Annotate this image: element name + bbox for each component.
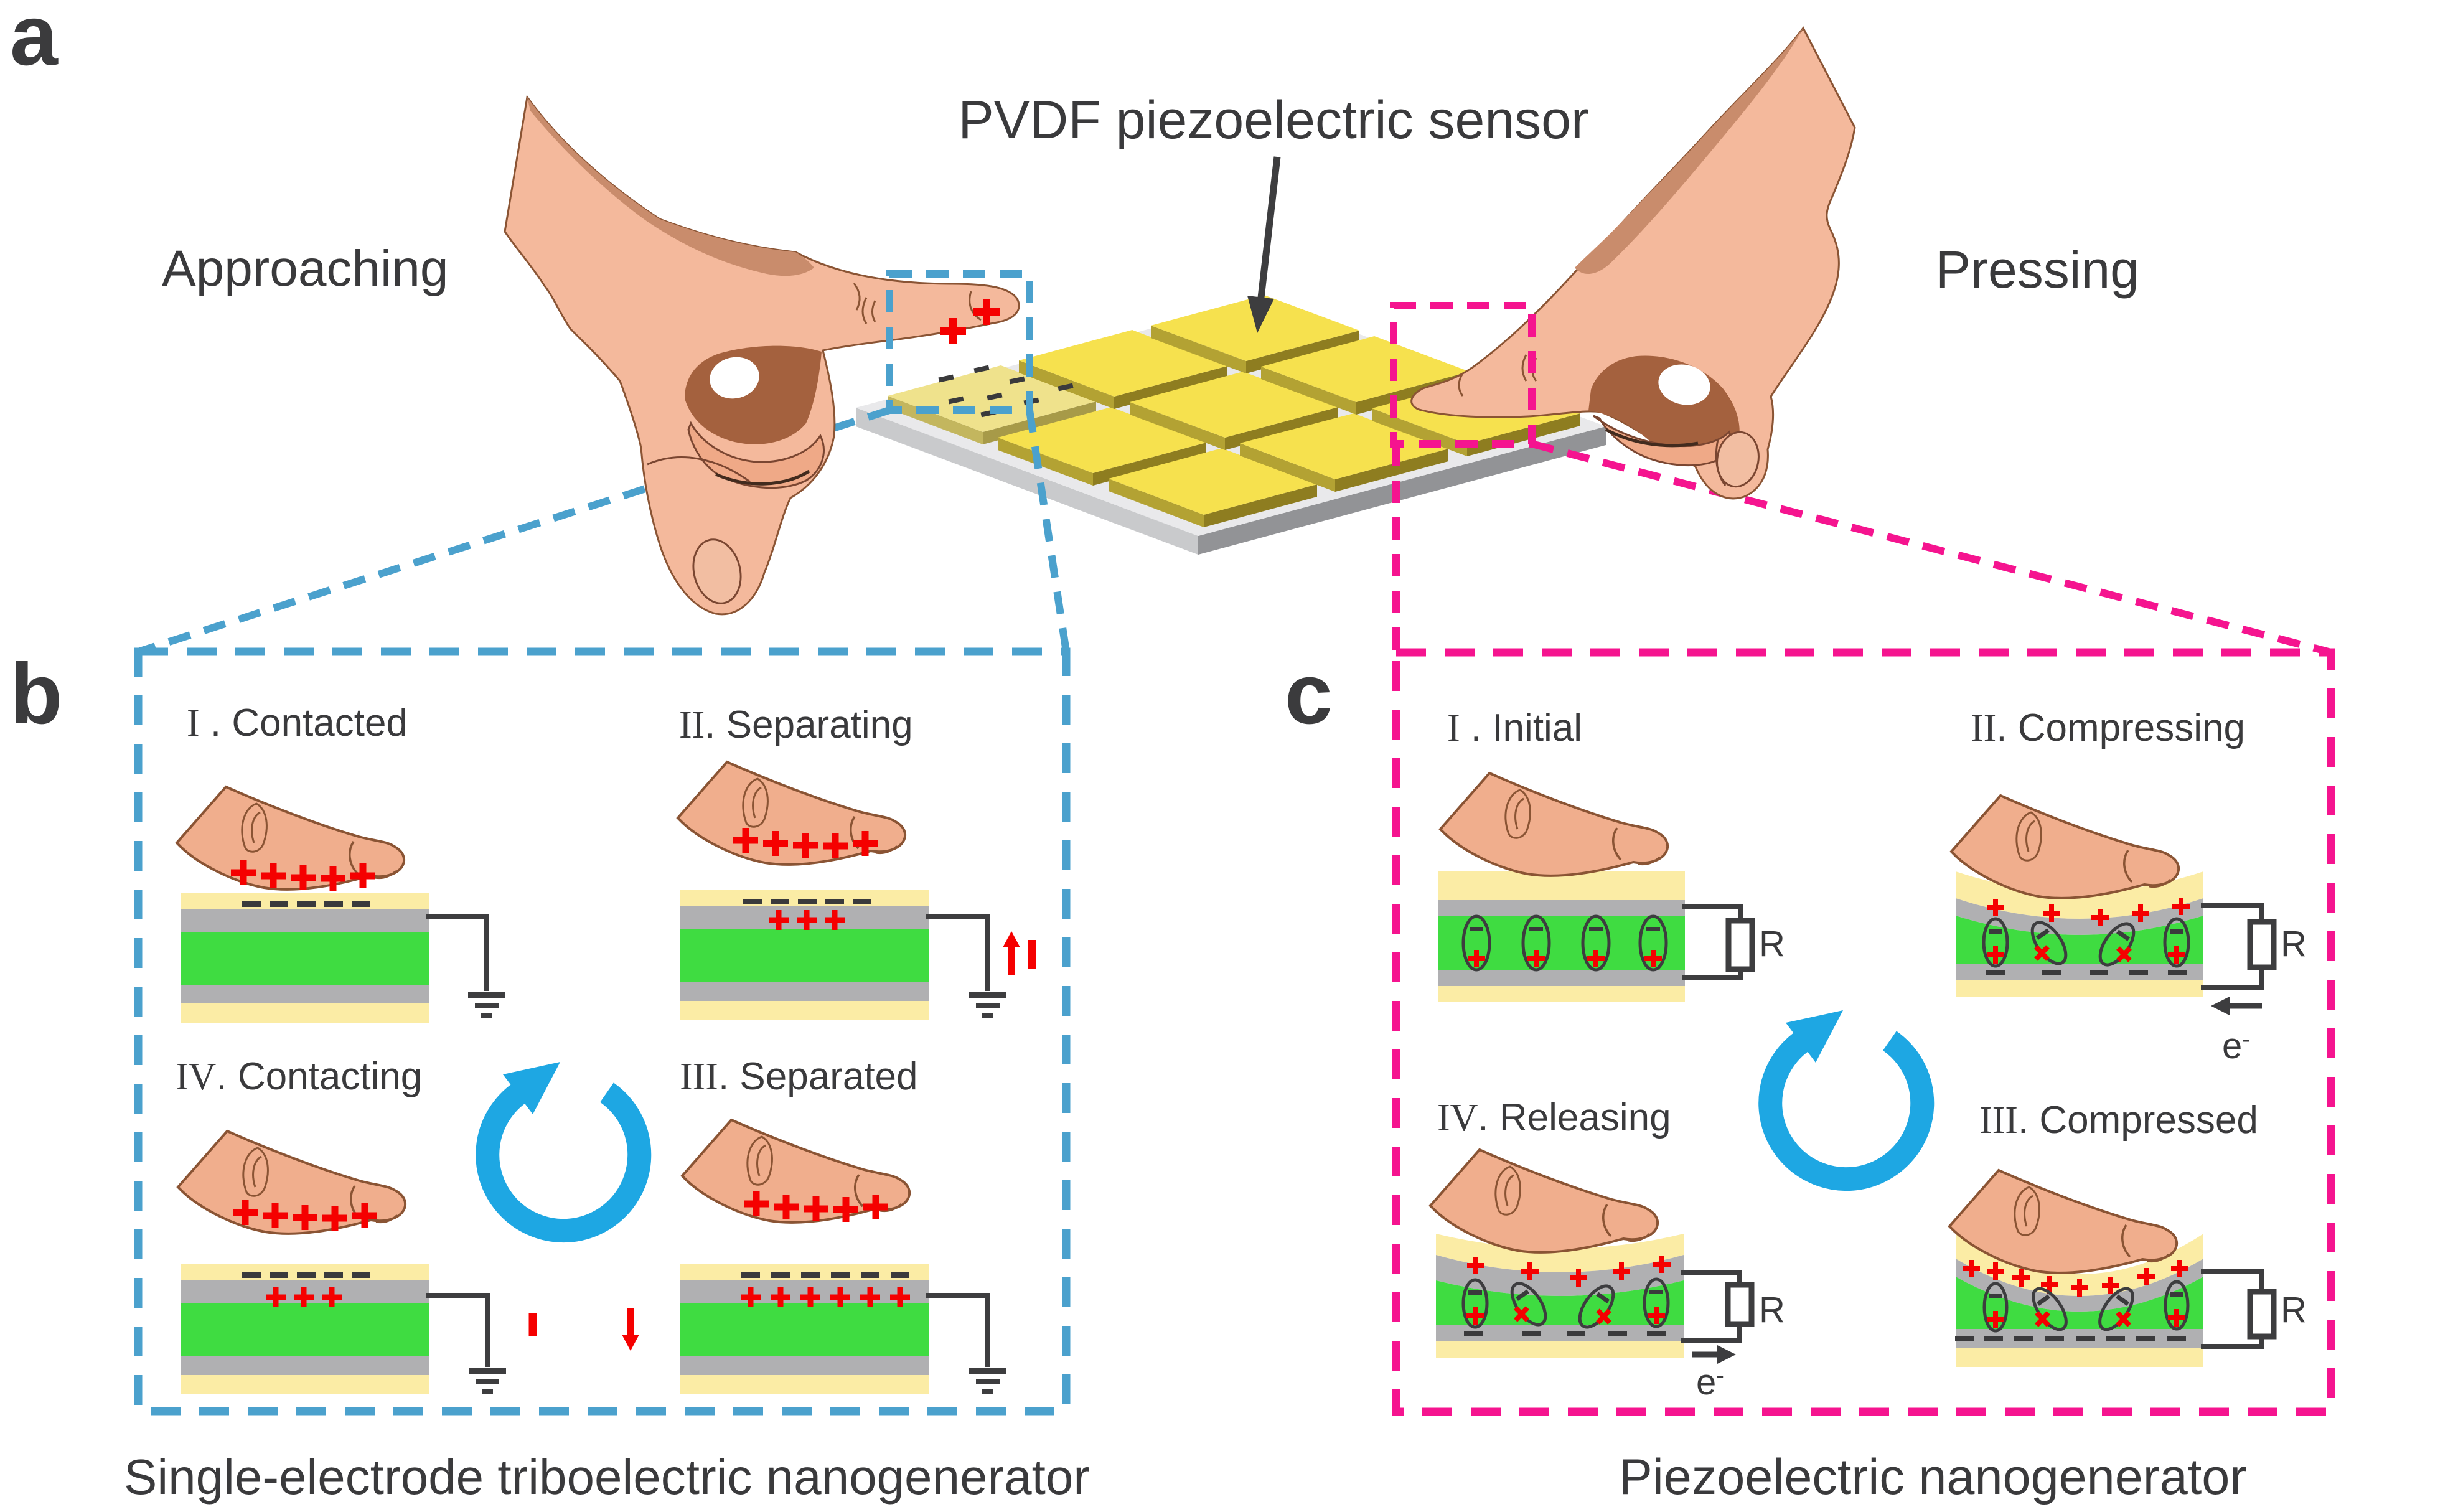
svg-text:II. Separating: II. Separating <box>679 703 913 746</box>
svg-text:III. Compressed: III. Compressed <box>1979 1099 2258 1142</box>
svg-text:a: a <box>10 0 59 83</box>
svg-text:PVDF piezoelectric sensor: PVDF piezoelectric sensor <box>958 90 1588 150</box>
svg-text:e-: e- <box>1696 1362 1724 1402</box>
svg-text:c: c <box>1285 646 1333 742</box>
svg-text:Single-electrode triboelectric: Single-electrode triboelectric nanogener… <box>124 1449 1090 1505</box>
svg-text:R: R <box>2281 924 2307 964</box>
svg-text:III. Separated: III. Separated <box>680 1055 918 1098</box>
svg-text:IV. Contacting: IV. Contacting <box>176 1055 422 1098</box>
svg-text:I . Initial: I . Initial <box>1447 707 1582 749</box>
svg-text:Piezoelectric nanogenerator: Piezoelectric nanogenerator <box>1619 1449 2247 1505</box>
svg-text:IV. Releasing: IV. Releasing <box>1437 1096 1671 1139</box>
svg-text:R: R <box>1759 924 1785 964</box>
svg-text:Pressing: Pressing <box>1936 240 2139 299</box>
svg-text:II. Compressing: II. Compressing <box>1971 707 2245 749</box>
svg-text:Approaching: Approaching <box>162 240 448 297</box>
svg-text:I . Contacted: I . Contacted <box>187 702 408 744</box>
svg-text:R: R <box>1759 1290 1785 1330</box>
svg-text:R: R <box>2281 1290 2307 1330</box>
svg-text:b: b <box>10 646 62 742</box>
